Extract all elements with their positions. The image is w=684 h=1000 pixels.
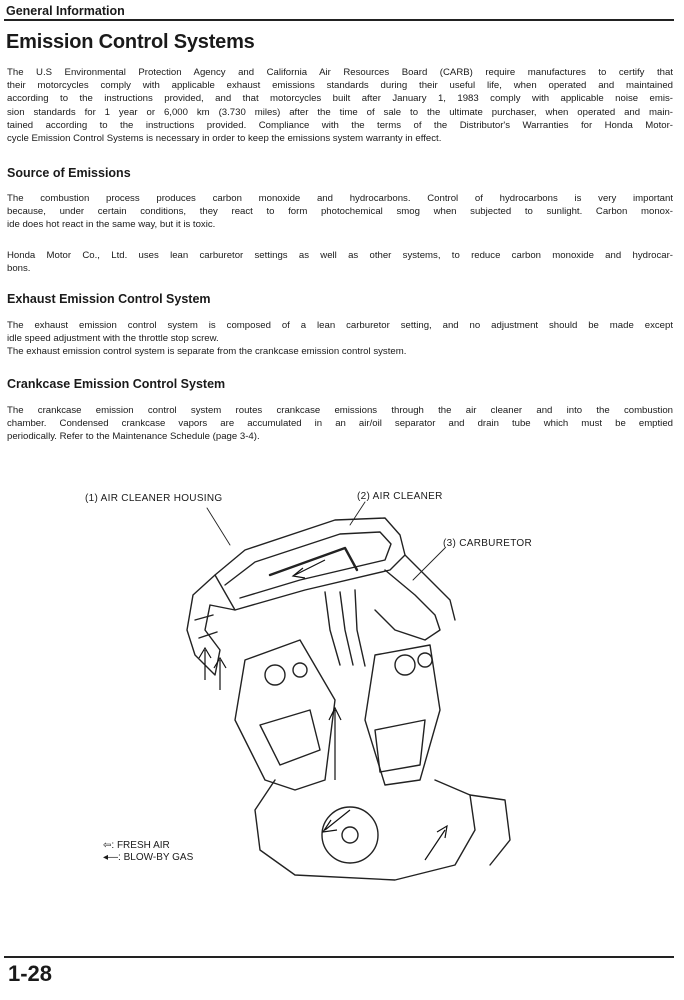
text-line: The crankcase emission control system ro… [7, 405, 673, 416]
intake-duct [186, 574, 236, 676]
legend-blow-by-gas: ◂—: BLOW-BY GAS [103, 852, 194, 863]
carburetor-body [374, 569, 441, 641]
text-line: periodically. Refer to the Maintenance S… [7, 431, 260, 443]
callout-air-cleaner-housing: (1) AIR CLEANER HOUSING [85, 493, 223, 504]
exhaust-paragraph: The exhaust emission control system is c… [7, 319, 673, 359]
callout-leader-carburetor [412, 547, 446, 581]
text-line: sion standards for 1 year or 6,000 km (3… [7, 106, 673, 118]
text-line: tained according to the instructions pro… [7, 119, 673, 131]
fresh-air-arrow [198, 646, 212, 680]
callout-leader-housing [206, 507, 231, 546]
fresh-air-arrow-icon: ⇦: [103, 840, 115, 851]
front-piston [259, 709, 321, 766]
text-line: Honda Motor Co., Ltd. uses lean carburet… [7, 250, 673, 261]
page-number: 1-28 [8, 961, 53, 986]
callout-air-cleaner: (2) AIR CLEANER [357, 491, 443, 502]
source-paragraph-2: Honda Motor Co., Ltd. uses lean carburet… [7, 249, 673, 275]
emission-diagram: (1) AIR CLEANER HOUSING (2) AIR CLEANER … [85, 480, 595, 900]
callout-carburetor: (3) CARBURETOR [443, 538, 533, 549]
text-line: The exhaust emission control system is c… [7, 320, 673, 331]
text-line: because, under certain conditions, they … [7, 206, 673, 218]
callout-leader-cleaner [349, 501, 366, 526]
crankshaft [321, 806, 379, 864]
text-line: The combustion process produces carbon m… [7, 193, 673, 204]
source-paragraph-1: The combustion process produces carbon m… [7, 192, 673, 232]
text-line: chamber. Condensed crankcase vapors are … [7, 418, 673, 430]
footer-rule [4, 956, 674, 958]
blowby-arrow [328, 706, 342, 780]
legend-fresh-air: ⇦: FRESH AIR [103, 840, 170, 851]
blowby-arrow [321, 809, 351, 833]
crankcase-outline [254, 779, 476, 881]
fresh-air-arrow [213, 656, 227, 690]
engine-illustration [186, 501, 511, 881]
air-cleaner-housing-outline [214, 517, 406, 611]
page-title: Emission Control Systems [6, 31, 255, 53]
blow-by-arrow-icon: ◂—: [103, 852, 121, 863]
text-line: bons. [7, 263, 31, 275]
text-line: cycle Emission Control Systems is necess… [7, 133, 442, 145]
text-line: ide does hot react in the same way, but … [7, 219, 216, 231]
diagram-legend: ⇦: FRESH AIR ◂—: BLOW-BY GAS [103, 840, 193, 864]
blowby-arrow [424, 824, 448, 861]
front-cylinder [234, 639, 336, 791]
intro-paragraph: The U.S Environmental Protection Agency … [7, 66, 673, 145]
heading-exhaust-emission: Exhaust Emission Control System [7, 292, 211, 306]
blowby-arrow [291, 559, 326, 579]
rear-piston [374, 719, 426, 773]
rear-cylinder [364, 644, 441, 786]
crankcase-paragraph: The crankcase emission control system ro… [7, 404, 673, 444]
header-rule [4, 19, 674, 21]
heading-source-of-emissions: Source of Emissions [7, 166, 131, 180]
air-cleaner-element [268, 546, 359, 577]
heading-crankcase-emission: Crankcase Emission Control System [7, 377, 226, 391]
breather-tubes [324, 589, 366, 667]
text-line: their motorcycles comply with applicable… [7, 80, 673, 92]
text-line: The U.S Environmental Protection Agency … [7, 67, 673, 78]
text-line: idle speed adjustment with the throttle … [7, 333, 219, 345]
text-line: The exhaust emission control system is s… [7, 346, 407, 358]
text-line: according to the instructions provided, … [7, 93, 673, 105]
section-header: General Information [6, 4, 125, 18]
